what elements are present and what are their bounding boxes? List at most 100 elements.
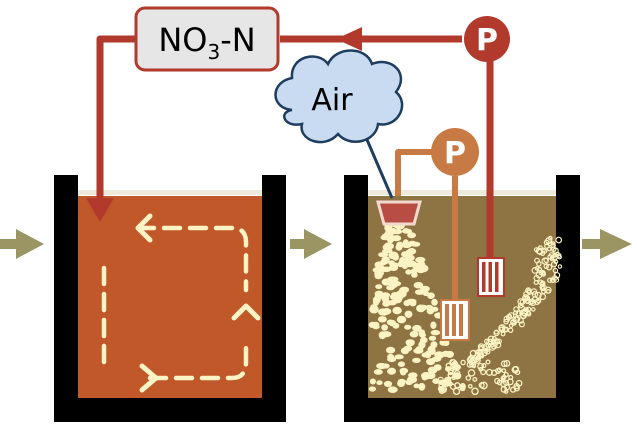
fine-bubble bbox=[529, 298, 535, 305]
fine-bubble bbox=[486, 338, 493, 346]
bubble bbox=[386, 235, 395, 244]
fine-bubble bbox=[555, 236, 563, 244]
bubble bbox=[386, 346, 396, 354]
bubble bbox=[383, 380, 393, 388]
fine-bubble bbox=[485, 368, 493, 376]
fine-bubble bbox=[536, 248, 544, 256]
bubble bbox=[376, 362, 387, 370]
bubble bbox=[383, 242, 394, 250]
fine-bubble bbox=[518, 304, 526, 312]
air-cloud: Air bbox=[274, 49, 404, 199]
fine-bubble bbox=[500, 331, 506, 337]
fine-bubble bbox=[483, 343, 490, 350]
fine-bubble bbox=[501, 374, 507, 380]
mixing-arrowheads bbox=[135, 213, 261, 393]
fine-bubbles bbox=[437, 235, 563, 396]
bubble bbox=[431, 298, 438, 306]
bubble bbox=[377, 316, 387, 323]
fine-bubble bbox=[470, 357, 478, 364]
fine-bubble bbox=[525, 287, 532, 294]
bubble bbox=[387, 386, 398, 394]
fine-bubble bbox=[491, 335, 497, 341]
bubble bbox=[397, 261, 404, 268]
fine-bubble bbox=[500, 380, 507, 388]
bubble bbox=[405, 269, 412, 275]
bubble bbox=[387, 356, 397, 363]
fine-bubble bbox=[466, 356, 474, 364]
fine-bubble bbox=[453, 370, 461, 377]
bubble bbox=[412, 324, 422, 332]
fine-bubble bbox=[481, 363, 487, 369]
fine-bubble bbox=[438, 383, 444, 389]
fine-bubble bbox=[503, 318, 509, 325]
bubble bbox=[445, 350, 454, 358]
recycle-pump: P bbox=[464, 16, 510, 62]
bubble bbox=[404, 324, 412, 330]
fine-bubble bbox=[539, 293, 547, 301]
fine-bubble bbox=[545, 289, 551, 294]
fine-bubble bbox=[500, 360, 508, 368]
fine-bubble bbox=[480, 369, 487, 376]
fine-bubble bbox=[518, 321, 526, 328]
bubble bbox=[381, 256, 390, 263]
bubble bbox=[379, 265, 386, 272]
fine-bubble bbox=[530, 288, 538, 295]
fine-bubble bbox=[483, 348, 489, 354]
fine-bubble bbox=[460, 359, 466, 366]
bubble bbox=[405, 339, 415, 346]
influent-arrow bbox=[0, 229, 44, 259]
fine-bubble bbox=[512, 317, 517, 323]
anoxic-tank-wall bbox=[54, 175, 286, 422]
fine-bubble bbox=[447, 369, 454, 376]
fine-bubble bbox=[490, 369, 498, 376]
air-pump-label: P bbox=[444, 136, 466, 171]
bubble bbox=[415, 256, 426, 263]
bubble bbox=[427, 292, 435, 300]
bubble bbox=[406, 254, 415, 262]
mixing-loop bbox=[101, 225, 249, 381]
bubble bbox=[375, 284, 383, 290]
bubble bbox=[392, 306, 402, 315]
fine-bubble bbox=[513, 385, 520, 392]
recycle-inlet-arrow bbox=[86, 198, 114, 222]
fine-bubble bbox=[556, 253, 562, 258]
bubble bbox=[414, 262, 425, 271]
fine-bubble bbox=[437, 376, 444, 384]
fine-bubble bbox=[534, 257, 540, 264]
transfer-arrow bbox=[290, 229, 332, 259]
bubble bbox=[369, 378, 376, 385]
bubble bbox=[428, 335, 437, 341]
fine-bubble bbox=[476, 355, 482, 360]
fine-bubble bbox=[550, 241, 556, 246]
air-strainer bbox=[440, 299, 470, 341]
nitrate-label: NO3-N bbox=[158, 21, 255, 64]
bubble bbox=[430, 341, 438, 349]
bubble bbox=[396, 241, 404, 249]
bubble bbox=[411, 272, 418, 278]
recycle-direction-arrow bbox=[336, 27, 362, 51]
bubble bbox=[378, 308, 387, 316]
bubble bbox=[391, 280, 402, 287]
aerobic-tank-wall bbox=[344, 175, 580, 422]
bubble bbox=[413, 348, 424, 354]
fine-bubble bbox=[533, 274, 540, 282]
fine-bubble bbox=[503, 326, 510, 333]
fine-bubble bbox=[543, 257, 550, 264]
bubble bbox=[368, 386, 376, 392]
bubble bbox=[400, 347, 410, 355]
flow-arrows bbox=[0, 229, 632, 259]
bubble bbox=[407, 232, 416, 239]
bubble bbox=[419, 304, 428, 311]
anoxic-liquid-surface bbox=[64, 190, 272, 195]
air-pump: P bbox=[431, 128, 479, 176]
fine-bubble bbox=[440, 387, 447, 393]
bubble bbox=[374, 270, 384, 277]
fine-bubble bbox=[508, 323, 514, 328]
bubble bbox=[387, 367, 397, 375]
bubble bbox=[397, 379, 406, 387]
bubble bbox=[421, 373, 428, 381]
bubble bbox=[370, 304, 378, 310]
fine-bubble bbox=[550, 278, 556, 283]
